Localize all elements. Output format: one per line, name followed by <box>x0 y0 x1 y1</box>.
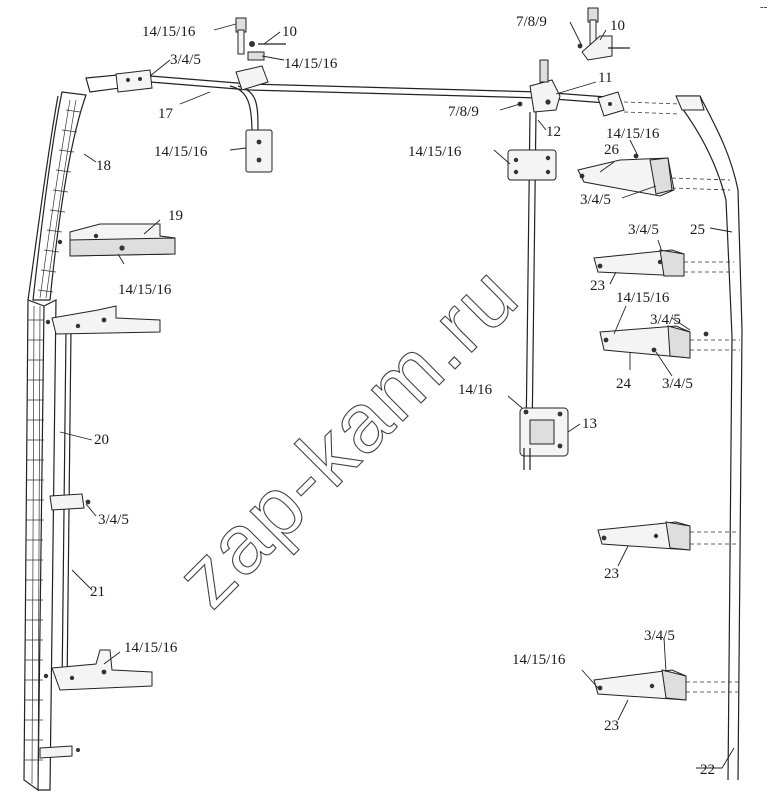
right-frame-part-22 <box>727 329 743 781</box>
bracket-part-23-upper <box>593 249 734 277</box>
callout-c20: 26 <box>604 142 620 158</box>
callout-c31: 13 <box>582 416 597 432</box>
bracket-part-26 <box>577 153 731 197</box>
callout-c2: 10 <box>282 24 297 40</box>
callout-c36: 22 <box>700 762 715 778</box>
bracket-left-mid <box>45 305 161 335</box>
callout-c16: 11 <box>598 70 612 86</box>
callout-c32: 23 <box>604 566 619 582</box>
callout-c17: 7/8/9 <box>448 104 479 120</box>
callout-c27: 3/4/5 <box>650 312 681 328</box>
callout-c4: 3/4/5 <box>170 52 201 68</box>
clamp-part-13 <box>519 407 569 470</box>
callout-c34: 14/15/16 <box>512 652 566 668</box>
callout-c19: 14/15/16 <box>408 144 462 160</box>
callout-c6: 14/15/16 <box>154 144 208 160</box>
right-frame-part-25 <box>675 95 743 337</box>
callout-c25: 23 <box>590 278 605 294</box>
curved-arm-part-17 <box>229 85 273 173</box>
left-grille-upper-part-18 <box>27 71 151 301</box>
top-left-end-plate <box>115 69 153 93</box>
bracket-part-10-left <box>235 17 286 91</box>
callout-c14: 7/8/9 <box>516 14 547 30</box>
callout-c5: 17 <box>158 106 174 122</box>
bracket-part-23-lower <box>593 669 740 701</box>
callout-c8: 19 <box>168 208 183 224</box>
callout-c10: 20 <box>94 432 109 448</box>
callout-c30: 14/16 <box>458 382 493 398</box>
callout-c15: 10 <box>610 18 625 34</box>
left-grille-lower-part-20 <box>23 299 57 792</box>
callout-c28: 24 <box>616 376 632 392</box>
watermark: zap-kam.ru <box>158 247 536 625</box>
corner-mark: -- <box>760 1 768 13</box>
callout-c1: 14/15/16 <box>142 24 196 40</box>
callout-c11: 3/4/5 <box>98 512 129 528</box>
callout-c26: 14/15/16 <box>616 290 670 306</box>
callout-c22: 3/4/5 <box>580 192 611 208</box>
callout-c18: 12 <box>546 124 561 140</box>
leader-lines <box>59 21 735 769</box>
callout-c12: 21 <box>90 584 105 600</box>
top-right-end-plate <box>597 91 681 117</box>
bracket-part-23-middle <box>597 521 738 551</box>
callout-c23: 25 <box>690 222 705 238</box>
callout-c29: 3/4/5 <box>662 376 693 392</box>
callout-c7: 18 <box>96 158 111 174</box>
junction-part-12 <box>517 59 561 113</box>
vertical-rod-part-21 <box>61 329 72 691</box>
clip-left-foot <box>39 745 80 759</box>
clip-left-lower <box>49 493 91 511</box>
diagonal-rod <box>507 111 557 441</box>
callout-c9: 14/15/16 <box>118 282 172 298</box>
bracket-left-bottom <box>43 649 153 691</box>
callout-c35: 23 <box>604 718 619 734</box>
callout-c3: 14/15/16 <box>284 56 338 72</box>
bracket-part-24 <box>599 325 740 359</box>
bracket-part-19 <box>57 223 176 257</box>
callout-c24: 3/4/5 <box>628 222 659 238</box>
callout-c13: 14/15/16 <box>124 640 178 656</box>
callout-c33: 3/4/5 <box>644 628 675 644</box>
callout-c21: 14/15/16 <box>606 126 660 142</box>
top-rail-part-11 <box>149 75 621 105</box>
